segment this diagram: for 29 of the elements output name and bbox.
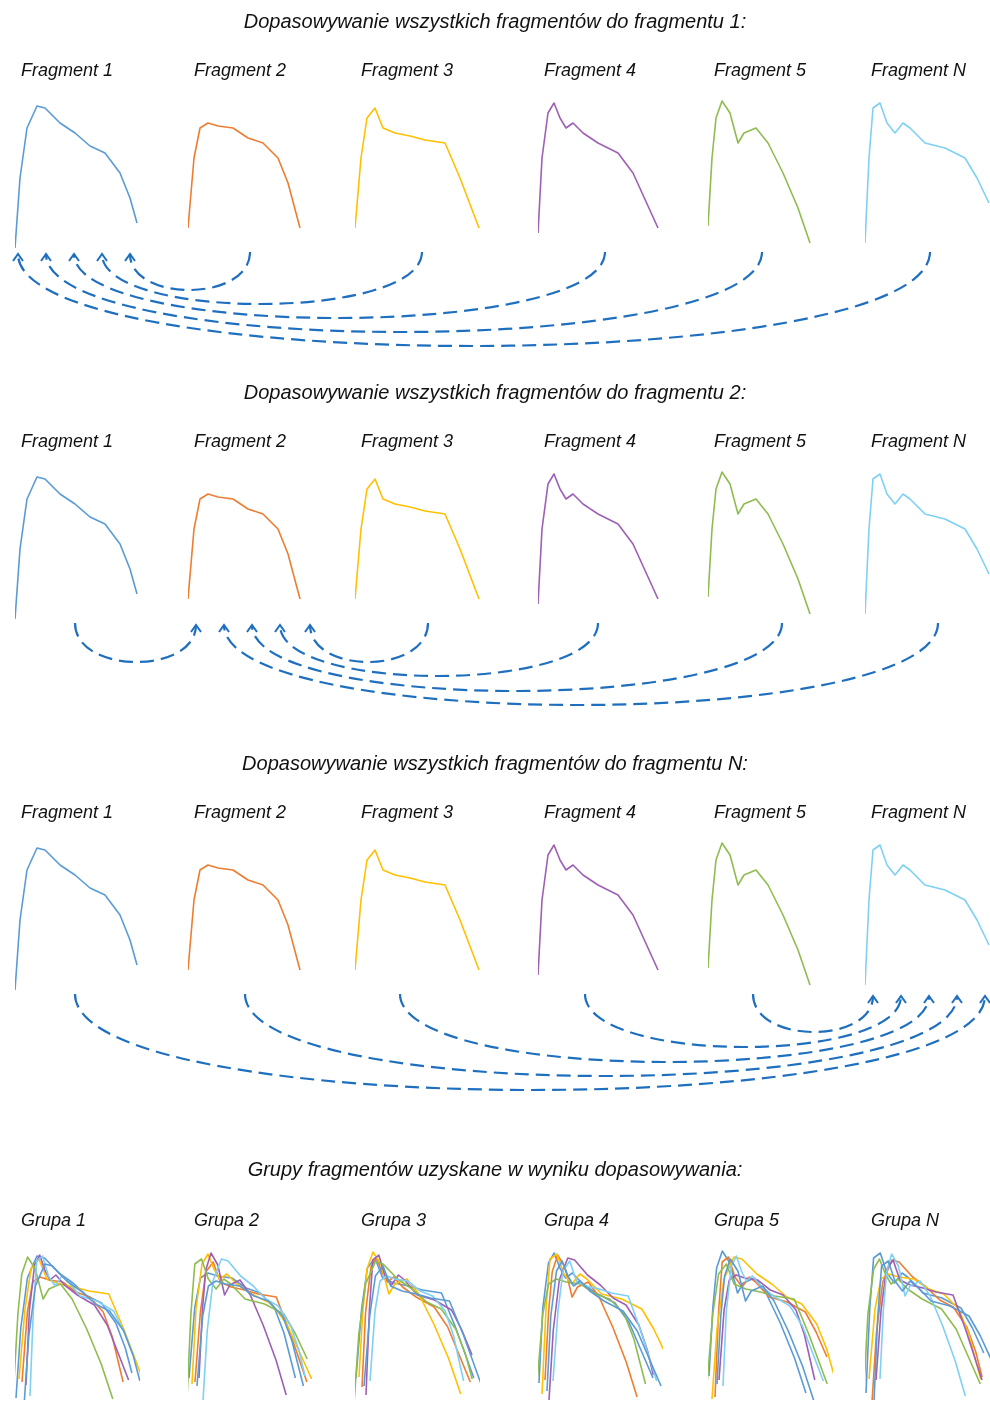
plot-label: Fragment 2 bbox=[194, 802, 287, 823]
plot-label: Fragment 2 bbox=[194, 60, 287, 81]
plot-label: Grupa 1 bbox=[21, 1210, 87, 1231]
plot-label: Fragment 4 bbox=[544, 431, 637, 452]
section-heading: Dopasowywanie wszystkich fragmentów do fragmentu N: bbox=[242, 752, 748, 774]
plot-label: Fragment 4 bbox=[544, 802, 637, 823]
plot-label: Fragment 4 bbox=[544, 60, 637, 81]
plot-label: Grupa 4 bbox=[544, 1210, 610, 1231]
plot-label: Grupa 5 bbox=[714, 1210, 780, 1231]
section-heading: Dopasowywanie wszystkich fragmentów do fragmentu 2: bbox=[243, 381, 747, 403]
plot-label: Fragment 3 bbox=[361, 431, 454, 452]
plot-label: Fragment 2 bbox=[194, 431, 287, 452]
plot-label: Fragment 5 bbox=[714, 431, 807, 452]
plot-label: Grupa N bbox=[871, 1210, 940, 1231]
plot-label: Fragment 1 bbox=[21, 431, 114, 452]
plot-label: Fragment N bbox=[871, 60, 967, 81]
plot-label: Fragment N bbox=[871, 431, 967, 452]
plot-label: Fragment 5 bbox=[714, 802, 807, 823]
plot-label: Grupa 2 bbox=[194, 1210, 260, 1231]
plot-label: Grupa 3 bbox=[361, 1210, 427, 1231]
plot-label: Fragment 3 bbox=[361, 60, 454, 81]
dashed-arrow bbox=[73, 622, 201, 664]
plot-label: Fragment 5 bbox=[714, 60, 807, 81]
plot-label: Fragment 1 bbox=[21, 802, 114, 823]
plot-label: Fragment 3 bbox=[361, 802, 454, 823]
section-heading: Dopasowywanie wszystkich fragmentów do fragmentu 1: bbox=[243, 10, 747, 32]
plot-label: Fragment 1 bbox=[21, 60, 114, 81]
plot-label: Fragment N bbox=[871, 802, 967, 823]
section-heading: Grupy fragmentów uzyskane w wyniku dopasowywania: bbox=[247, 1158, 743, 1180]
